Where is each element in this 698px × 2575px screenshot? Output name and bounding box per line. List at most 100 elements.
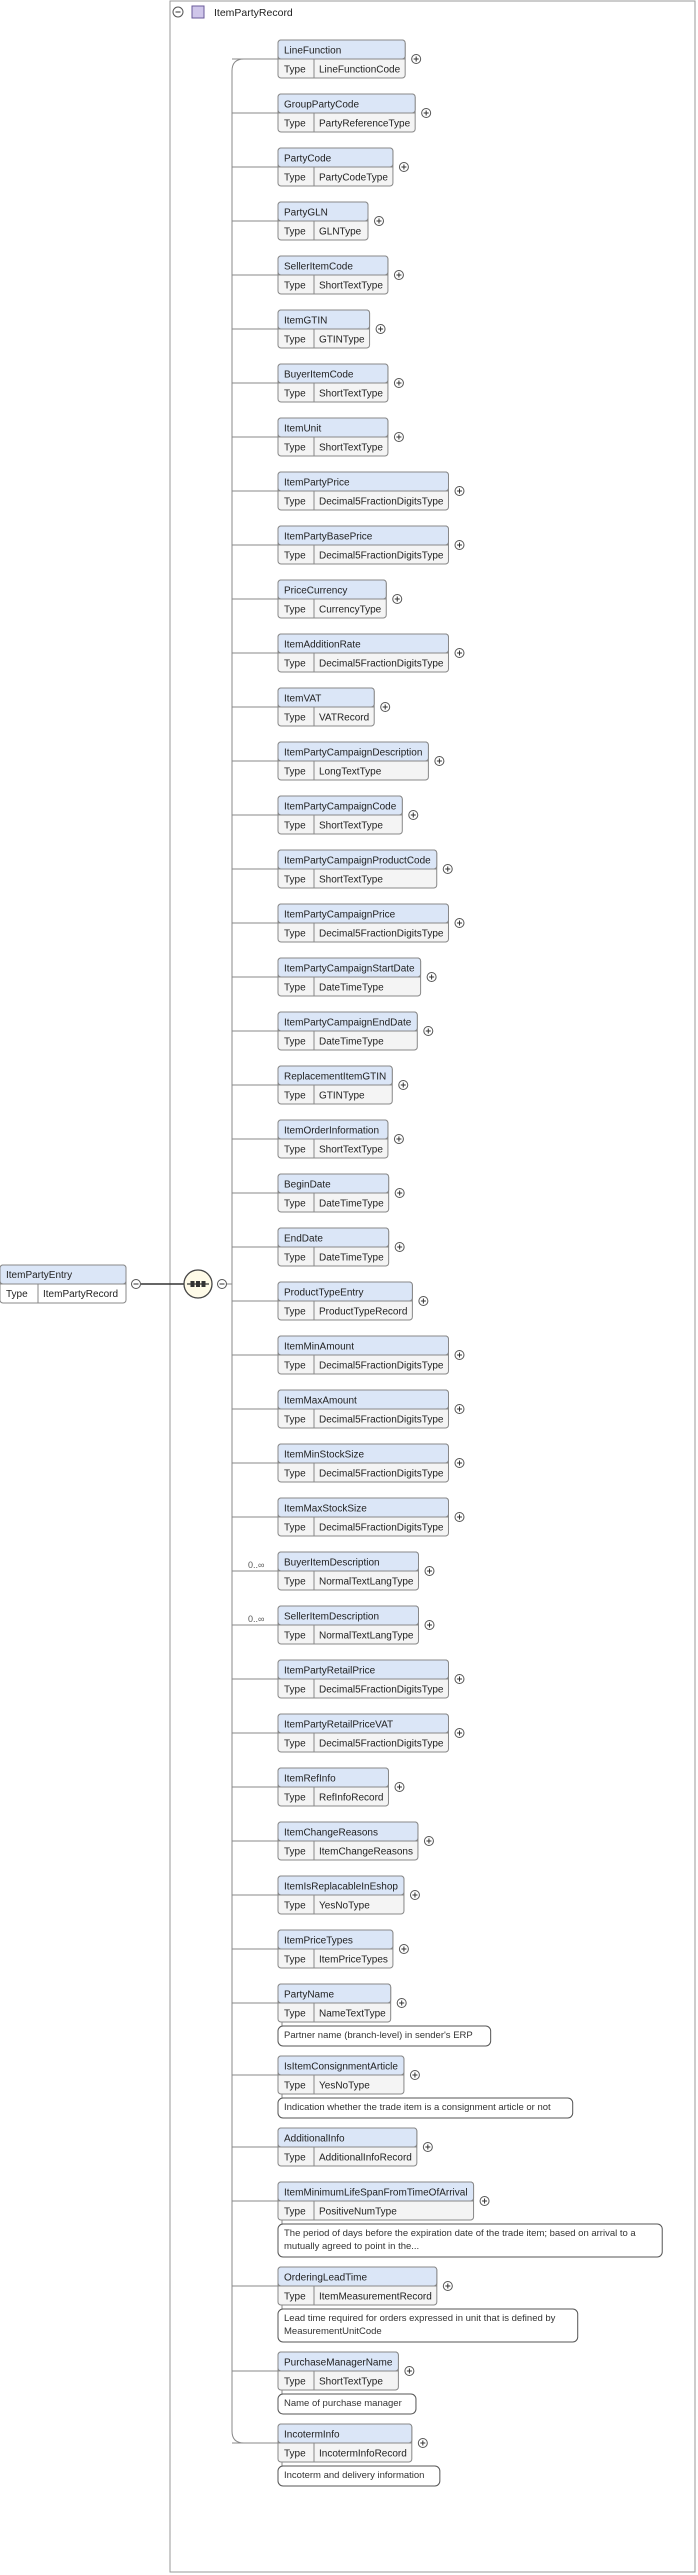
expand-icon[interactable] [434,756,445,766]
group-icon [191,5,205,19]
expand-icon[interactable] [454,1458,465,1468]
expand-icon[interactable] [422,2142,433,2152]
type-label: Type [284,1307,306,1318]
type-label: Type [284,119,306,130]
expand-icon[interactable] [417,2438,428,2448]
expand-icon[interactable] [398,1944,409,1954]
expand-icon[interactable] [454,1674,465,1684]
type-label: Type [284,2081,306,2092]
expand-icon[interactable] [454,648,465,658]
root-element[interactable]: ItemPartyEntry Type ItemPartyRecord [0,1264,127,1304]
expand-icon[interactable] [426,972,437,982]
element-ItemMinimumLifeSpanFromTimeOfArrival[interactable]: ItemMinimumLifeSpanFromTimeOfArrivalType… [232,2181,663,2258]
expand-icon[interactable] [424,1620,435,1630]
expand-icon[interactable] [393,432,404,442]
expand-icon[interactable] [394,1782,405,1792]
expand-icon[interactable] [424,1566,435,1576]
expand-icon[interactable] [421,108,432,118]
expand-icon[interactable] [393,1134,404,1144]
expand-icon[interactable] [398,162,409,172]
expand-icon[interactable] [394,1188,405,1198]
expand-icon[interactable] [396,1998,407,2008]
expand-icon[interactable] [418,1296,429,1306]
expand-icon[interactable] [454,918,465,928]
sequence-trunk [227,58,245,2444]
expand-icon[interactable] [411,54,422,64]
expand-icon[interactable] [393,270,404,280]
element-name: ItemPartyPrice [284,478,350,489]
expand-icon[interactable] [442,2281,453,2291]
element-type: ItemMeasurementRecord [319,2292,432,2303]
expand-icon[interactable] [454,486,465,496]
expand-icon[interactable] [423,1026,434,1036]
expand-icon[interactable] [408,810,419,820]
sequence-compositor-icon[interactable] [183,1269,213,1299]
expand-icon[interactable] [394,1242,405,1252]
expand-icon[interactable] [409,1890,420,1900]
expand-icon[interactable] [398,1080,409,1090]
expand-icon[interactable] [409,2070,420,2080]
expand-icon[interactable] [374,216,384,226]
expand-icon[interactable] [454,540,465,550]
expand-icon[interactable] [392,594,403,604]
expand-icon[interactable] [380,702,391,712]
type-label: Type [284,875,306,886]
expand-icon[interactable] [454,1512,465,1522]
expand-icon[interactable] [423,1836,434,1846]
element-type: Decimal5FractionDigitsType [319,929,444,940]
expand-icon[interactable] [454,1350,465,1360]
expand-icon[interactable] [393,378,404,388]
expand-icon[interactable] [454,1404,465,1414]
element-name: PartyGLN [284,208,328,219]
element-name: ItemPartyRetailPrice [284,1666,376,1677]
expand-icon[interactable] [375,324,386,334]
expand-icon[interactable] [479,2196,490,2206]
expand-icon[interactable] [442,864,453,874]
expand-icon[interactable] [454,1728,465,1738]
expand-icon[interactable] [404,2366,415,2376]
